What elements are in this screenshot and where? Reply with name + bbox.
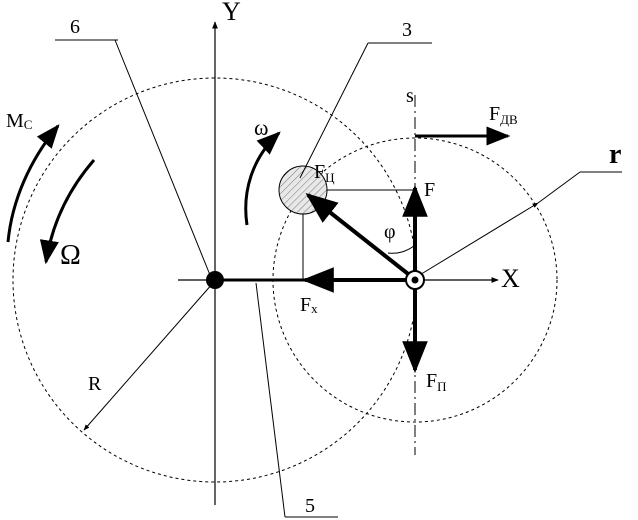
leader-6 — [114, 39, 211, 276]
axis-y-label: Y — [222, 0, 241, 26]
angle-phi-arc — [387, 244, 416, 254]
radius-r-arrow — [417, 202, 539, 277]
part-5-label: 5 — [305, 495, 315, 517]
radius-R-arrow — [83, 282, 214, 431]
omega-big-label: Ω — [60, 240, 81, 271]
s-line-label: s — [406, 85, 414, 107]
leader-5 — [255, 282, 286, 518]
radius-r-leader — [537, 171, 581, 204]
force-x-label: Fx — [300, 294, 318, 316]
radius-R-label: R — [88, 373, 102, 395]
force-dv-label: FДВ — [489, 103, 518, 127]
force-f-label: F — [424, 179, 435, 201]
omega-small-label: ω — [254, 115, 268, 140]
main-pivot — [206, 271, 224, 289]
omega-small-arrow — [244, 131, 281, 226]
omega-big-arrow — [39, 159, 96, 265]
part-6-label: 6 — [70, 16, 80, 38]
force-c-label: FЦ — [314, 161, 335, 185]
force-p-label: FП — [426, 370, 447, 394]
force-c-vector — [305, 193, 414, 279]
leader-3 — [299, 42, 369, 179]
crank-pin-inner — [411, 276, 419, 284]
part-3-label: 3 — [402, 19, 412, 41]
moment-c-label: MC — [6, 110, 32, 132]
axis-x-label: X — [501, 264, 520, 293]
angle-phi-label: φ — [384, 221, 396, 243]
moment-c-arrow — [6, 124, 60, 243]
radius-r-label: r — [609, 139, 621, 170]
